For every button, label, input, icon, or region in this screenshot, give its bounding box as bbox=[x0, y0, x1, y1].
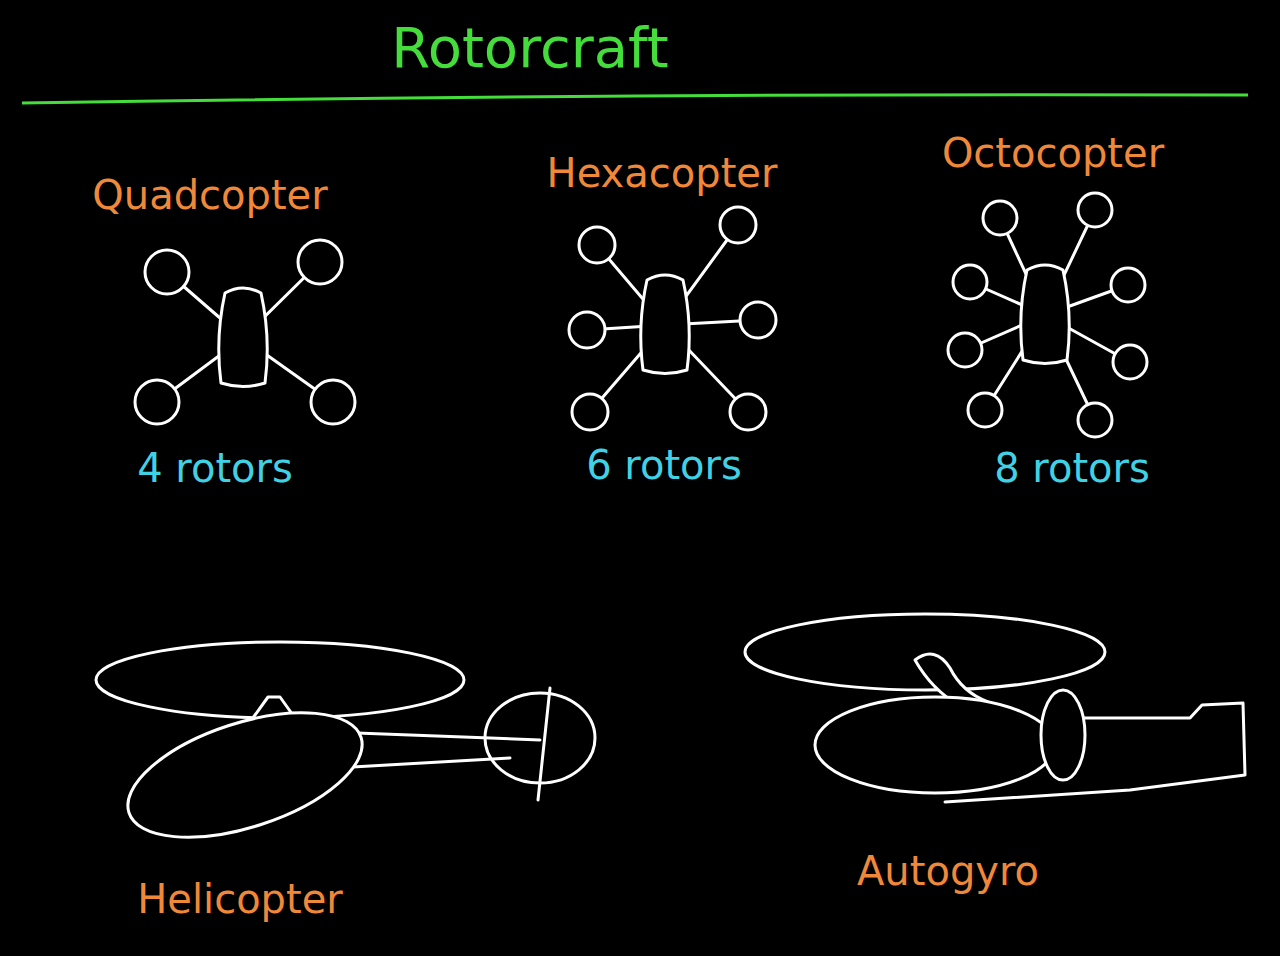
rotor bbox=[745, 614, 1105, 690]
autogyro-drawing bbox=[745, 614, 1245, 802]
rotor bbox=[1113, 345, 1147, 379]
rotor bbox=[572, 394, 608, 430]
rotor bbox=[720, 207, 756, 243]
rotor bbox=[740, 302, 776, 338]
rotor bbox=[1078, 403, 1112, 437]
rotor bbox=[1111, 268, 1145, 302]
rotor bbox=[298, 240, 342, 284]
part-name: Helicopter bbox=[137, 876, 343, 922]
body bbox=[219, 288, 268, 387]
rotor-count: 8 rotors bbox=[994, 445, 1150, 491]
body bbox=[1021, 265, 1070, 364]
fuselage bbox=[815, 697, 1055, 793]
rotor bbox=[311, 380, 355, 424]
propeller bbox=[1041, 690, 1085, 780]
rotor bbox=[145, 250, 189, 294]
hexacopter-drawing bbox=[569, 207, 776, 430]
rotor bbox=[953, 265, 987, 299]
octocopter-drawing bbox=[948, 193, 1147, 437]
part-name: Quadcopter bbox=[92, 172, 327, 218]
rotor bbox=[579, 227, 615, 263]
rotor bbox=[569, 312, 605, 348]
rotor bbox=[968, 393, 1002, 427]
tail-fin bbox=[538, 688, 550, 800]
fuselage bbox=[113, 688, 377, 862]
rotor bbox=[983, 201, 1017, 235]
body bbox=[641, 275, 690, 374]
diagram-title: Rotorcraft bbox=[391, 16, 668, 80]
part-name: Autogyro bbox=[857, 848, 1039, 894]
quadcopter-drawing bbox=[135, 240, 355, 424]
rotor-count: 4 rotors bbox=[137, 445, 293, 491]
part-name: Hexacopter bbox=[547, 150, 778, 196]
rotor bbox=[730, 394, 766, 430]
title-rule bbox=[22, 95, 1248, 103]
rotor bbox=[1078, 193, 1112, 227]
helicopter-drawing bbox=[96, 642, 595, 862]
rotor bbox=[948, 333, 982, 367]
rotor bbox=[135, 380, 179, 424]
rotor-count: 6 rotors bbox=[586, 442, 742, 488]
part-name: Octocopter bbox=[942, 130, 1164, 176]
